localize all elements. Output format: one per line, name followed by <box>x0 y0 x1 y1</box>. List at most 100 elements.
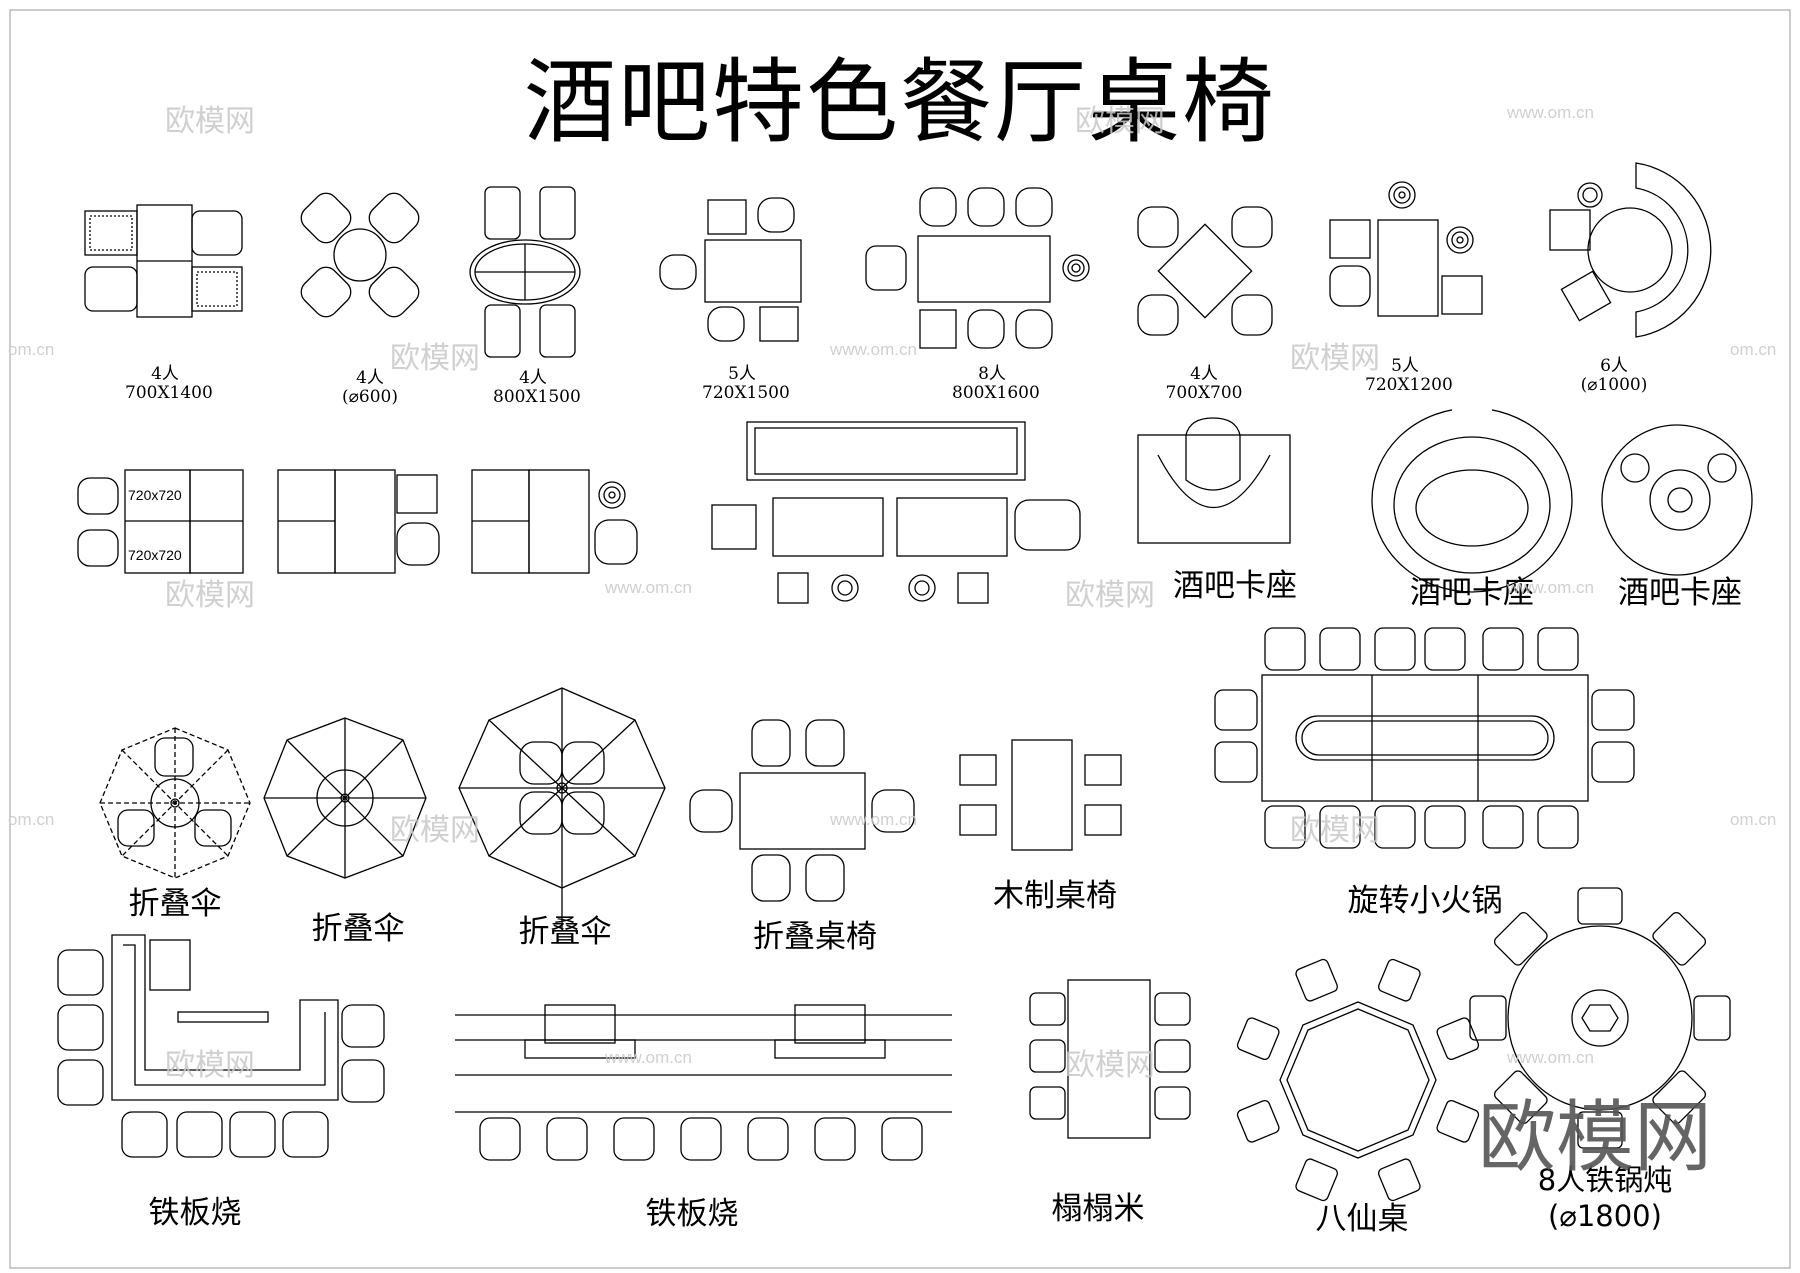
watermark: 欧模网 <box>1290 813 1380 848</box>
chair-icon <box>1214 741 1258 783</box>
chair-icon <box>1264 805 1306 849</box>
caption-size: 800X1500 <box>493 387 581 407</box>
caption-count: 8人 <box>978 364 1006 384</box>
watermark-url: www.om.cn <box>1507 578 1594 597</box>
table-size-label: 720x720 <box>128 487 182 503</box>
chair-icon <box>1319 627 1361 671</box>
chair-icon <box>1469 995 1507 1041</box>
watermark: 欧模网 <box>390 341 480 376</box>
chair-icon <box>1591 689 1635 731</box>
table-set-4p-700x1400 <box>84 204 243 318</box>
chair-icon <box>1493 1070 1548 1125</box>
watermark: 欧模网 <box>165 104 255 139</box>
table-set-4p-oval <box>469 186 581 358</box>
iron-pot-stew-table <box>1507 925 1693 1111</box>
watermark: 欧模网 <box>1065 1048 1155 1083</box>
chair-icon <box>1652 911 1707 966</box>
chair-icon <box>1374 805 1416 849</box>
chair-icon <box>1374 627 1416 671</box>
table-set-5p-720x1500 <box>659 197 802 342</box>
table-set-6p-round-1000 <box>1549 162 1712 338</box>
watermark-url: www.om.cn <box>830 340 917 359</box>
chair-icon <box>1378 958 1421 1002</box>
folding-umbrella-1-chairs <box>117 737 232 847</box>
caption-count: 5人 <box>728 364 756 384</box>
umbrella-label-2: 折叠伞 <box>311 911 405 947</box>
chair-icon <box>1493 911 1548 966</box>
caption-size: 700X700 <box>1165 383 1243 403</box>
chair-icon <box>1295 1158 1338 1202</box>
teppanyaki-1 <box>57 934 385 1158</box>
chair-icon <box>1537 805 1579 849</box>
stool-icon <box>680 1117 722 1161</box>
eight-immortals-label: 八仙桌 <box>1315 1201 1409 1237</box>
booth-label-1: 酒吧卡座 <box>1173 568 1297 604</box>
caption-count: 6人 <box>1600 356 1628 376</box>
chair-icon <box>1236 1100 1280 1143</box>
booth-label-3: 酒吧卡座 <box>1618 575 1742 611</box>
chair-icon <box>1264 627 1306 671</box>
watermark-url: www.om.cn <box>1507 1048 1594 1067</box>
chair-icon <box>1537 627 1579 671</box>
rotating-hotpot-table <box>1261 674 1589 802</box>
eight-immortals-table <box>1279 1001 1437 1159</box>
stool-icon <box>479 1117 521 1161</box>
chair-icon <box>1436 1017 1480 1060</box>
caption-size: (⌀600) <box>342 387 398 407</box>
folding-umbrella-1 <box>99 727 251 879</box>
chair-icon <box>1424 805 1466 849</box>
table-size-label: 720x720 <box>128 547 182 563</box>
iron-pot-size: (⌀1800) <box>1548 1199 1662 1233</box>
chair-icon <box>1577 887 1623 925</box>
caption-size: 720X1500 <box>702 383 790 403</box>
chair-icon <box>1482 627 1524 671</box>
stool-icon <box>881 1117 923 1161</box>
watermark: 欧模网 <box>1290 341 1380 376</box>
page-title: 酒吧特色餐厅桌椅 <box>523 49 1276 156</box>
caption-size: (⌀1000) <box>1580 375 1648 395</box>
watermark-logo: 欧模网 <box>1478 1093 1713 1183</box>
umbrella-label-3: 折叠伞 <box>518 914 612 950</box>
caption-size: 800X1600 <box>952 383 1040 403</box>
caption-count: 4人 <box>151 364 179 384</box>
watermark-url: om.cn <box>1730 810 1777 829</box>
wooden-set-label: 木制桌椅 <box>993 878 1117 914</box>
watermark: 欧模网 <box>390 813 480 848</box>
chair-icon <box>1577 1111 1623 1149</box>
sofa-table-set-a <box>277 469 440 574</box>
chair-icon <box>1295 958 1338 1002</box>
row1-caption-8: 6人(⌀1000) <box>1574 357 1654 395</box>
caption-count: 5人 <box>1391 356 1419 376</box>
caption-count: 4人 <box>1190 364 1218 384</box>
chair-icon <box>1652 1070 1707 1125</box>
chair-icon <box>1319 805 1361 849</box>
watermark: 欧模网 <box>165 578 255 613</box>
iron-pot-title: 8人铁锅炖 <box>1537 1163 1673 1197</box>
chair-icon <box>1436 1100 1480 1143</box>
teppanyaki-label-2: 铁板烧 <box>645 1196 739 1232</box>
folding-set-label: 折叠桌椅 <box>753 919 877 955</box>
booth-label-2: 酒吧卡座 <box>1410 575 1534 611</box>
table-set-720-stack <box>77 469 244 574</box>
folding-umbrella-3 <box>458 687 666 930</box>
stool-icon <box>814 1117 856 1161</box>
chair-icon <box>1378 1158 1421 1202</box>
table-set-5p-720x1200 <box>1329 181 1483 317</box>
watermark-url: www.om.cn <box>830 810 917 829</box>
caption-count: 4人 <box>519 368 547 388</box>
hotpot-label: 旋转小火锅 <box>1347 883 1503 919</box>
bar-booth-3 <box>1601 424 1753 576</box>
watermark-url: om.cn <box>1730 340 1777 359</box>
tatami-table <box>1029 979 1191 1139</box>
chair-icon <box>1214 689 1258 731</box>
table-set-4p-700x700 <box>1137 206 1273 336</box>
stool-icon <box>546 1117 588 1161</box>
umbrella-label-1: 折叠伞 <box>128 886 222 922</box>
caption-size: 720X1200 <box>1365 375 1453 395</box>
table-set-8p-800x1600 <box>865 187 1090 349</box>
